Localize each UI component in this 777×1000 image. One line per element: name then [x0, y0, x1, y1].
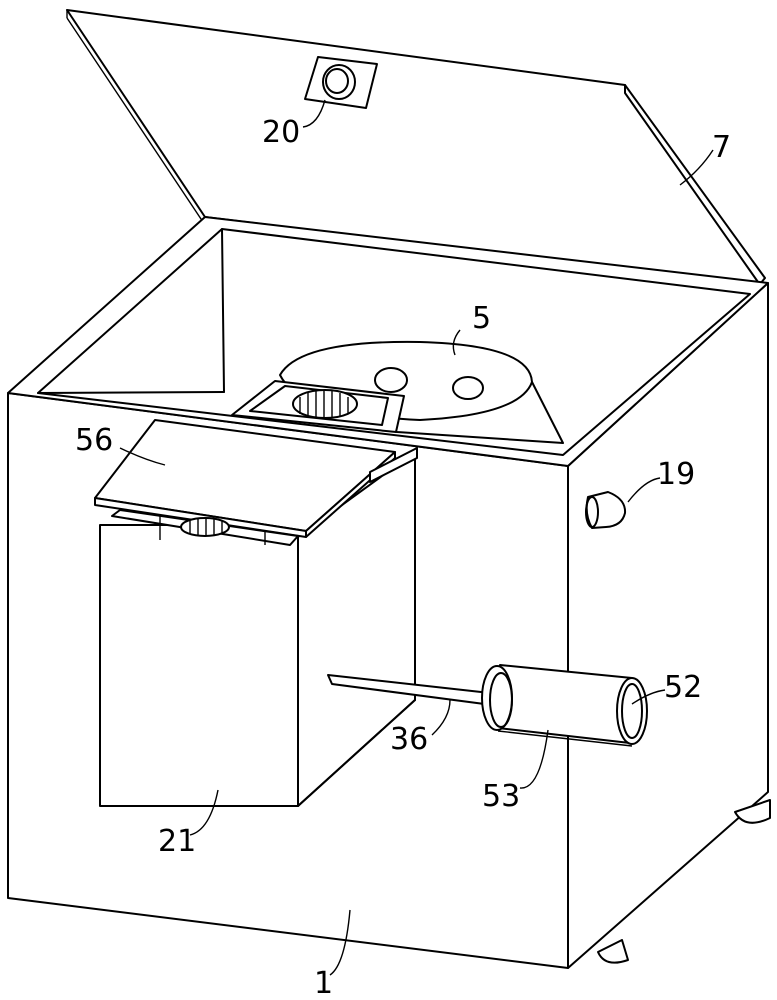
inner-box	[99, 524, 299, 807]
turntable-hole-right	[452, 376, 484, 400]
label-housing: 1	[314, 966, 333, 1000]
camera-mount	[304, 56, 378, 109]
label-tube: 53	[482, 779, 520, 814]
turntable-hole-left	[374, 367, 408, 393]
housing-feet	[597, 799, 771, 964]
leader-lines	[119, 99, 714, 976]
reference-labels: 20 7 5 19 56 36 52 53 21 1	[75, 115, 731, 1000]
upper-gear-icon	[292, 389, 358, 419]
tray	[94, 419, 418, 546]
label-lid: 7	[712, 130, 731, 165]
label-inner-box: 21	[158, 824, 196, 859]
sensor	[585, 491, 627, 529]
label-tube-end: 52	[664, 670, 702, 705]
upper-gear-frame	[231, 380, 405, 433]
label-turntable: 5	[472, 301, 491, 336]
label-sensor: 19	[657, 457, 695, 492]
label-camera: 20	[262, 115, 300, 150]
label-rod: 36	[390, 722, 428, 757]
lower-gear-icon	[180, 517, 230, 537]
tube	[481, 664, 648, 747]
label-tray: 56	[75, 423, 113, 458]
interior-divider	[297, 451, 416, 807]
